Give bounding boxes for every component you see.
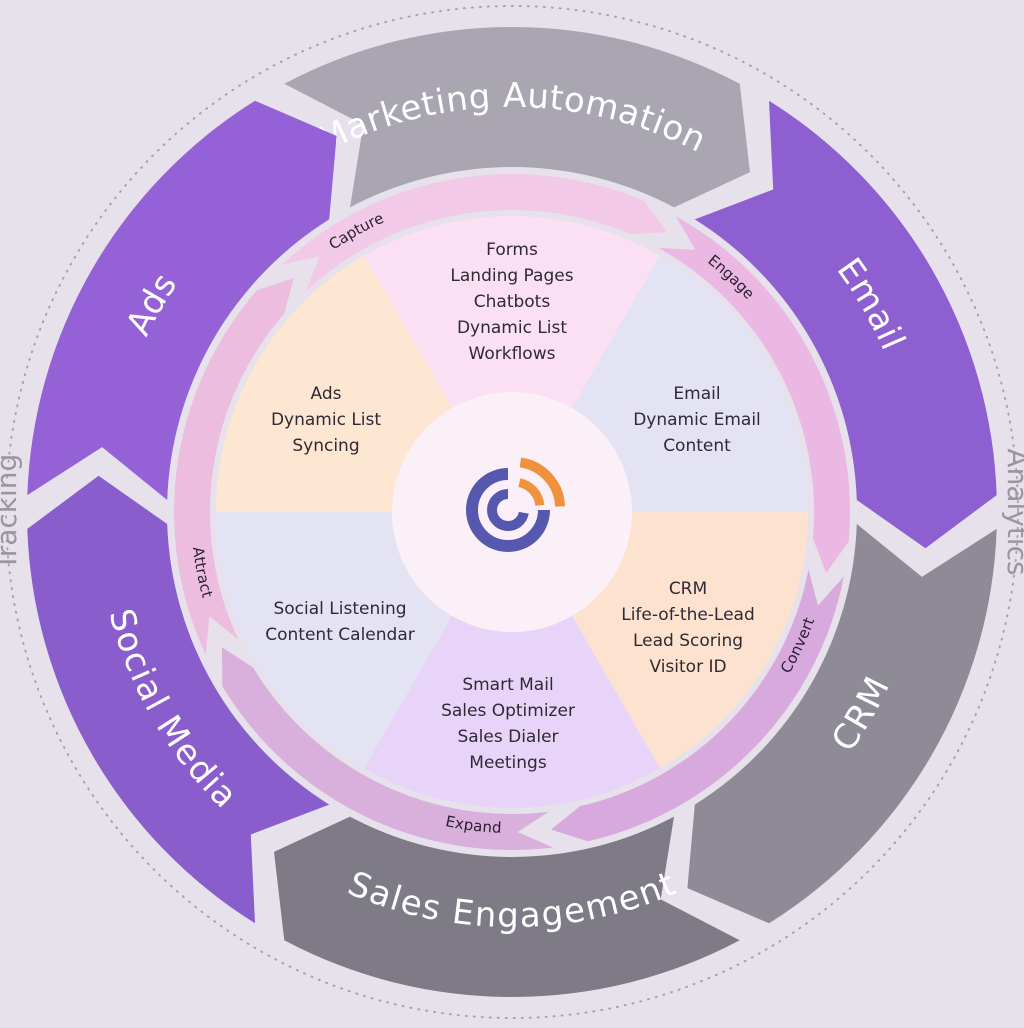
center-circle [392,392,632,632]
wedge-item: Meetings [469,753,547,773]
wedge-item: Email [673,384,720,404]
outer-segment-ads: Ads [27,100,337,500]
stage-arrow-expand: Expand [222,647,554,851]
outer-segment-shape [687,524,997,924]
wedge-item: Dynamic List [271,410,381,430]
outer-segment-sales-engagement: Sales Engagement [274,816,740,997]
wedge-item: Landing Pages [450,266,573,286]
stage-arrow-attract: Attract [174,278,294,655]
wedge-shape [364,512,660,808]
wedge-item: Life-of-the-Lead [621,605,755,625]
logo-outer-arc [466,468,550,552]
stage-arrow-shape [551,569,844,842]
brand-logo-icon [466,457,565,552]
wedge-item: Smart Mail [462,675,553,695]
logo-inner-arc [487,489,529,531]
outer-segment-shape [694,100,997,549]
wedge-item: Content Calendar [265,625,414,645]
center-hub [392,392,632,632]
wedge-item: Content [663,436,731,456]
wedge-item: Lead Scoring [633,631,743,651]
side-labels: Tracking Analytics [0,448,1024,575]
outer-segment-email: Email [694,100,997,549]
stage-arrow-shape [281,174,668,292]
stage-arrow-convert: Convert [551,569,844,842]
side-label-analytics: Analytics [1001,448,1024,575]
wedge-item: Dynamic Email [633,410,761,430]
wedge-item: Forms [486,240,538,260]
wedge-item: Visitor ID [649,657,726,677]
outer-segment-shape [274,816,740,997]
wedge-item: Chatbots [474,292,551,312]
wedge-item: Sales Dialer [457,727,558,747]
outer-segment-shape [284,27,750,208]
outer-segment-shape [27,475,330,924]
wedge-item: Ads [311,384,342,404]
logo-accent-inner [518,478,545,507]
wedge-item: CRM [669,579,707,599]
outer-segment-marketing-automation: Marketing Automation [284,27,750,208]
wedge-item: Dynamic List [457,318,567,338]
wedge-item: Sales Optimizer [441,701,575,721]
wedge-shape [364,216,660,512]
outer-segment-crm: CRM [687,524,997,924]
wedge-item: Social Listening [273,599,406,619]
wedge-item: Syncing [292,436,359,456]
stage-arrow-shape [222,647,554,851]
outer-dotted-circle [5,5,1019,1019]
stage-arrow-shape [658,216,850,574]
stage-arrow-shape [174,278,294,655]
wedge-item: Workflows [469,344,556,364]
side-label-tracking: Tracking [0,454,23,572]
logo-accent-outer [519,457,565,507]
outer-segment-shape [27,100,337,500]
